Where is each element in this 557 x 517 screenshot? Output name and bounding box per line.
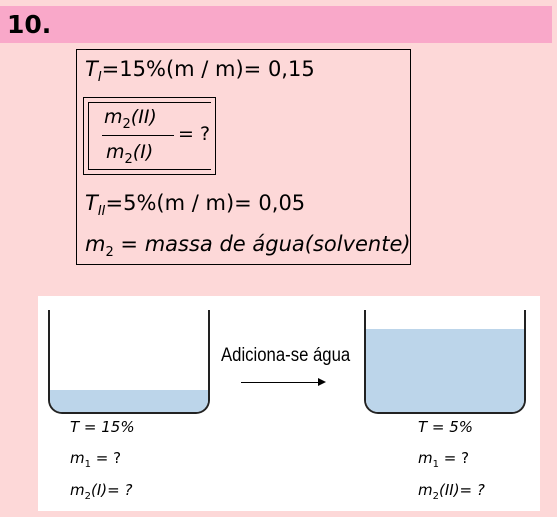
fraction-bar bbox=[102, 135, 174, 136]
m2-definition: m2 = massa de água(solvente) bbox=[85, 232, 411, 260]
ti-rest: =15%(m / m)= 0,15 bbox=[101, 57, 315, 81]
right-m1-sym: m bbox=[418, 449, 433, 467]
right-m1-sub: 1 bbox=[432, 459, 439, 470]
right-t-label: T = 5% bbox=[418, 418, 473, 436]
m2-symbol: m bbox=[85, 232, 106, 256]
fraction-numerator: m2(II) bbox=[104, 106, 157, 132]
left-t-label: T = 15% bbox=[70, 418, 135, 436]
m2-sub: 2 bbox=[105, 245, 114, 260]
fraction-inner-frame bbox=[88, 102, 211, 170]
left-m1-rest: = ? bbox=[91, 449, 122, 467]
right-m2-sub: 2 bbox=[432, 491, 439, 502]
left-m2-rest: (I)= ? bbox=[91, 481, 133, 499]
arrow-line bbox=[241, 382, 321, 383]
ti-sub: I bbox=[97, 70, 102, 85]
exercise-number: 10. bbox=[7, 10, 52, 39]
ti-formula: TI=15%(m / m)= 0,15 bbox=[85, 57, 315, 85]
beaker-after bbox=[364, 310, 526, 414]
ti-symbol: T bbox=[85, 57, 98, 81]
right-m2-label: m2(II)= ? bbox=[418, 481, 485, 502]
left-t-text: T = 15% bbox=[70, 418, 135, 436]
m2-rest: = massa de água(solvente) bbox=[113, 232, 411, 256]
arrow-head-icon bbox=[318, 378, 326, 386]
left-m2-sub: 2 bbox=[84, 491, 91, 502]
num-sub: 2 bbox=[122, 117, 131, 132]
left-m1-label: m1 = ? bbox=[70, 449, 121, 470]
right-m1-label: m1 = ? bbox=[418, 449, 469, 470]
den-arg: (I) bbox=[132, 141, 154, 163]
fraction-box: m2(II) m2(I) = ? bbox=[83, 97, 216, 175]
left-m1-sub: 1 bbox=[84, 459, 91, 470]
num-arg: (II) bbox=[130, 106, 157, 128]
beaker-before bbox=[48, 310, 210, 414]
num-symbol: m bbox=[104, 106, 123, 128]
action-label: Adiciona-se água bbox=[221, 345, 351, 366]
water-before bbox=[50, 389, 208, 412]
tii-sub: II bbox=[97, 204, 106, 219]
tii-symbol: T bbox=[85, 191, 98, 215]
right-m1-rest: = ? bbox=[439, 449, 470, 467]
den-symbol: m bbox=[106, 141, 125, 163]
dilution-diagram: Adiciona-se água T = 15% m1 = ? m2(I)= ?… bbox=[38, 296, 540, 511]
tii-formula: TII=5%(m / m)= 0,05 bbox=[85, 191, 305, 219]
data-formula-box: TI=15%(m / m)= 0,15 m2(II) m2(I) = ? TII… bbox=[76, 49, 411, 265]
right-m2-rest: (II)= ? bbox=[439, 481, 485, 499]
left-m2-label: m2(I)= ? bbox=[70, 481, 132, 502]
right-t-text: T = 5% bbox=[418, 418, 474, 436]
water-after bbox=[366, 329, 524, 412]
left-m1-sym: m bbox=[70, 449, 85, 467]
fraction-rhs: = ? bbox=[178, 123, 211, 145]
tii-rest: =5%(m / m)= 0,05 bbox=[105, 191, 306, 215]
right-m2-sym: m bbox=[418, 481, 433, 499]
den-sub: 2 bbox=[124, 152, 133, 167]
fraction-denominator: m2(I) bbox=[106, 141, 153, 167]
exercise-header: 10. bbox=[0, 6, 552, 43]
left-m2-sym: m bbox=[70, 481, 85, 499]
